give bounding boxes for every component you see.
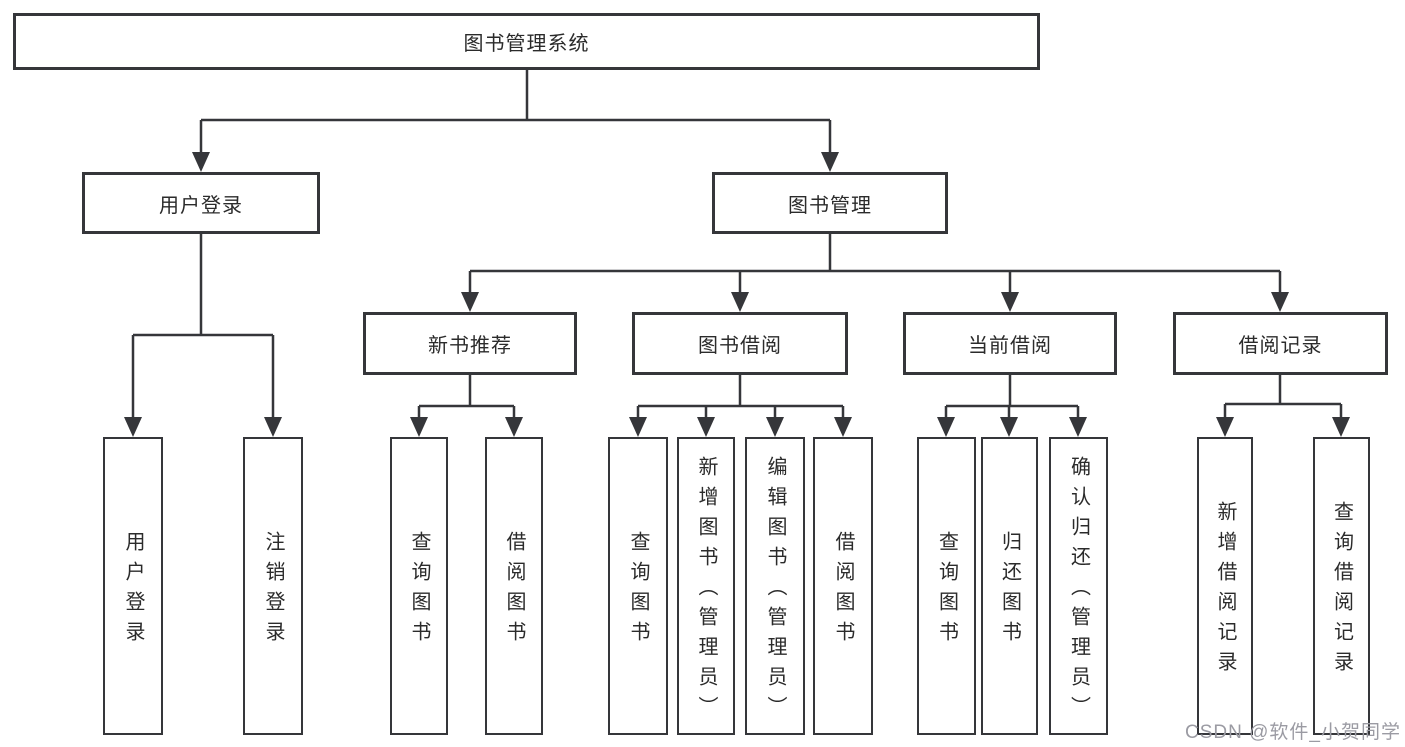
leaf-query-books-1: 查询图书: [390, 437, 448, 735]
node-user-login-label: 用户登录: [159, 194, 243, 217]
arrowhead-icon: [461, 292, 479, 312]
arrowhead-icon: [1069, 417, 1087, 437]
arrowhead-icon: [731, 292, 749, 312]
node-root-label: 图书管理系统: [463, 33, 590, 55]
node-root: 图书管理系统: [13, 13, 1040, 70]
leaf-borrow-books-1-label: 借阅图书: [503, 531, 525, 651]
arrowhead-icon: [766, 417, 784, 437]
arrowhead-icon: [821, 152, 839, 172]
node-current-borrowing: 当前借阅: [903, 312, 1117, 375]
connector-root-to-level2: [192, 70, 839, 172]
node-user-login: 用户登录: [82, 172, 320, 234]
arrowhead-icon: [1271, 292, 1289, 312]
leaf-borrow-books-2-label: 借阅图书: [832, 531, 854, 651]
leaf-logout-label: 注销登录: [262, 531, 284, 651]
arrowhead-icon: [629, 417, 647, 437]
leaf-return-books-label: 归还图书: [998, 531, 1021, 651]
connector-current-borrow-to-leaves: [937, 375, 1087, 437]
connector-user-login-to-leaves: [124, 234, 282, 437]
node-book-borrowing: 图书借阅: [632, 312, 848, 375]
leaf-add-borrow-record: 新增借阅记录: [1197, 437, 1253, 735]
arrowhead-icon: [192, 152, 210, 172]
leaf-edit-books-admin-label: 编辑图书（管理员）: [764, 456, 786, 726]
leaf-logout: 注销登录: [243, 437, 303, 735]
leaf-query-books-3-label: 查询图书: [935, 531, 958, 651]
leaf-add-borrow-record-label: 新增借阅记录: [1214, 501, 1236, 681]
leaf-query-books-3: 查询图书: [917, 437, 976, 735]
leaf-query-borrow-record-label: 查询借阅记录: [1330, 501, 1353, 681]
node-book-management: 图书管理: [712, 172, 948, 234]
connector-borrow-records-to-leaves: [1216, 375, 1350, 437]
leaf-query-books-1-label: 查询图书: [408, 531, 430, 651]
leaf-return-books: 归还图书: [981, 437, 1038, 735]
leaf-confirm-return-admin: 确认归还（管理员）: [1049, 437, 1108, 735]
leaf-edit-books-admin: 编辑图书（管理员）: [745, 437, 805, 735]
connector-new-books-to-leaves: [410, 375, 523, 437]
node-new-book-recommend: 新书推荐: [363, 312, 577, 375]
arrowhead-icon: [410, 417, 428, 437]
leaf-add-books-admin-label: 新增图书（管理员）: [695, 456, 717, 726]
node-current-borrowing-label: 当前借阅: [968, 335, 1052, 357]
arrowhead-icon: [697, 417, 715, 437]
arrowhead-icon: [1216, 417, 1234, 437]
connector-book-borrow-to-leaves: [629, 375, 852, 437]
node-borrowing-records-label: 借阅记录: [1238, 335, 1323, 357]
arrowhead-icon: [264, 417, 282, 437]
node-book-management-label: 图书管理: [788, 194, 872, 217]
arrowhead-icon: [505, 417, 523, 437]
leaf-add-books-admin: 新增图书（管理员）: [677, 437, 735, 735]
arrowhead-icon: [1332, 417, 1350, 437]
leaf-query-books-2-label: 查询图书: [627, 531, 649, 651]
leaf-borrow-books-2: 借阅图书: [813, 437, 873, 735]
node-book-borrowing-label: 图书借阅: [698, 335, 782, 357]
leaf-borrow-books-1: 借阅图书: [485, 437, 543, 735]
leaf-query-borrow-record: 查询借阅记录: [1313, 437, 1370, 735]
leaf-confirm-return-admin-label: 确认归还（管理员）: [1067, 456, 1090, 726]
watermark: CSDN @软件_小贺同学: [1185, 722, 1401, 743]
arrowhead-icon: [937, 417, 955, 437]
leaf-query-books-2: 查询图书: [608, 437, 668, 735]
arrowhead-icon: [1000, 417, 1018, 437]
leaf-user-login: 用户登录: [103, 437, 163, 735]
arrowhead-icon: [1001, 292, 1019, 312]
leaf-user-login-label: 用户登录: [122, 531, 144, 651]
arrowhead-icon: [834, 417, 852, 437]
node-borrowing-records: 借阅记录: [1173, 312, 1388, 375]
node-new-book-recommend-label: 新书推荐: [428, 335, 512, 357]
connector-book-mgmt-to-level3: [461, 233, 1289, 312]
arrowhead-icon: [124, 417, 142, 437]
